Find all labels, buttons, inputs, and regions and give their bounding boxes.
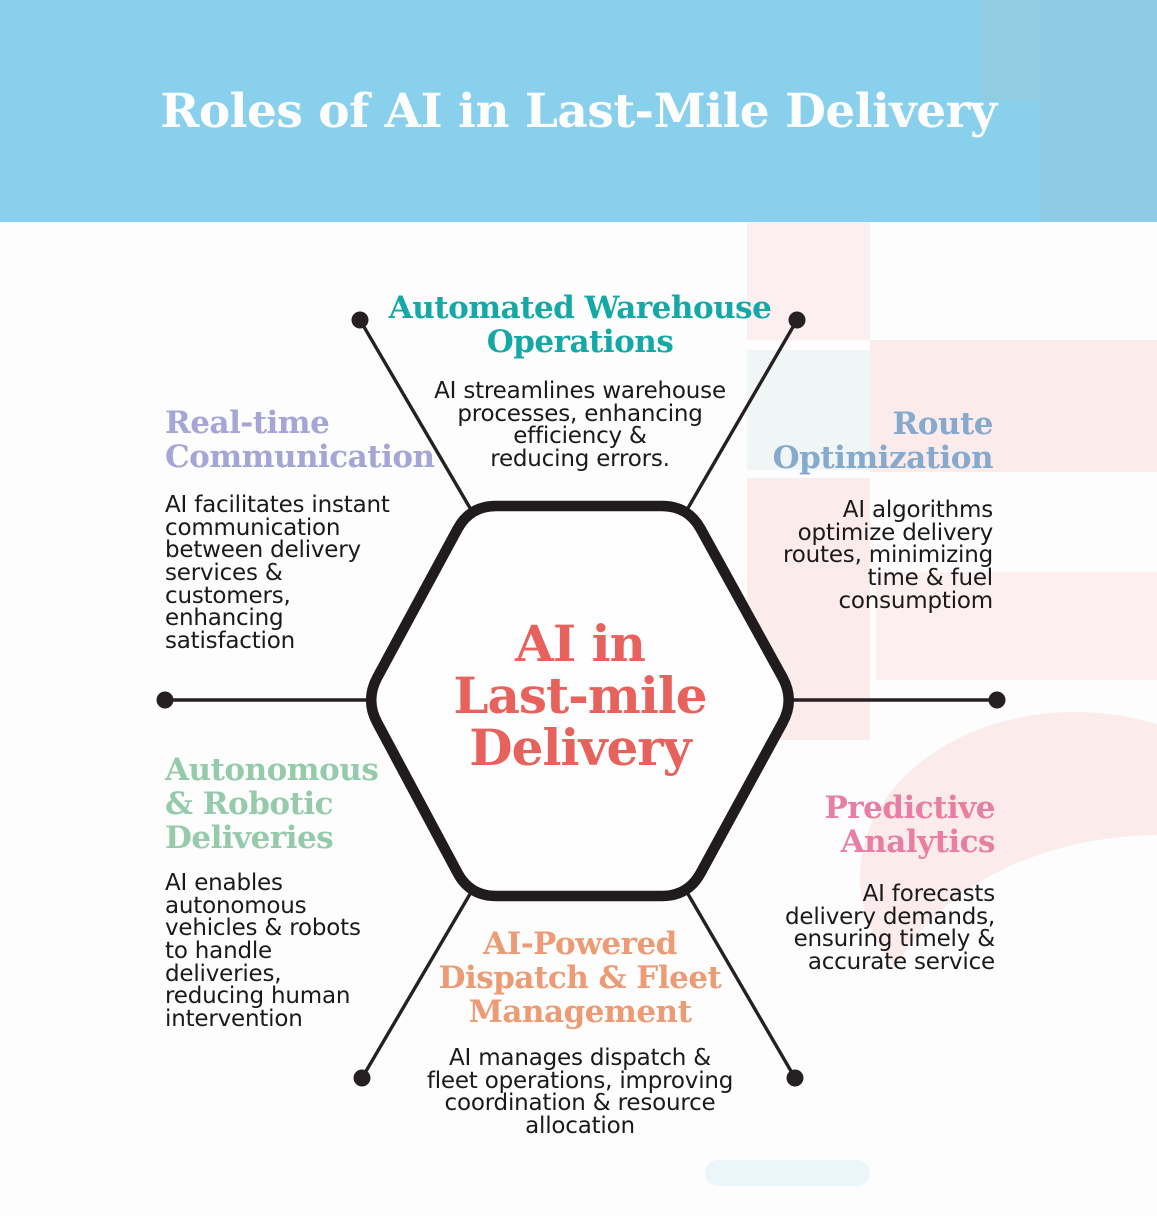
bg-decoration-square: [870, 340, 1157, 472]
connector-dot: [156, 691, 174, 709]
section-automated-warehouse-operations: Automated Warehouse Operations AI stream…: [339, 291, 821, 471]
section-body: AI manages dispatch & fleet operations, …: [426, 1045, 734, 1140]
section-body: AI enables autonomous vehicles & robots …: [165, 870, 361, 1032]
page-title: Roles of AI in Last-Mile Delivery: [160, 84, 997, 139]
section-body: AI algorithms optimize delivery routes, …: [783, 497, 993, 614]
header-band: Roles of AI in Last-Mile Delivery: [0, 0, 1157, 222]
section-body: AI facilitates instant communication bet…: [165, 492, 390, 654]
section-autonomous-robotic-deliveries: Autonomous & Robotic Deliveries AI enabl…: [165, 753, 435, 1030]
section-title: Real-time Communication: [165, 405, 435, 476]
section-route-optimization: Route Optimization AI algorithms optimiz…: [663, 406, 994, 614]
section-title: Predictive Analytics: [824, 790, 995, 861]
section-title: Automated Warehouse Operations: [388, 290, 772, 361]
bg-decoration-smudge: [705, 1160, 870, 1186]
section-predictive-analytics: Predictive Analytics AI forecasts delive…: [665, 790, 996, 975]
header-accent-block: [980, 0, 1040, 100]
section-title: Autonomous & Robotic Deliveries: [165, 752, 379, 857]
section-title: Route Optimization: [772, 406, 994, 477]
bg-decoration-square: [876, 572, 1157, 680]
section-body: AI streamlines warehouse processes, enha…: [434, 378, 726, 472]
section-real-time-communication: Real-time Communication AI facilitates i…: [165, 406, 465, 652]
section-title: AI-Powered Dispatch & Fleet Management: [438, 926, 722, 1031]
connector-dot: [988, 691, 1006, 709]
section-body: AI forecasts delivery demands, ensuring …: [785, 881, 995, 975]
header-accent-block: [1040, 0, 1157, 222]
